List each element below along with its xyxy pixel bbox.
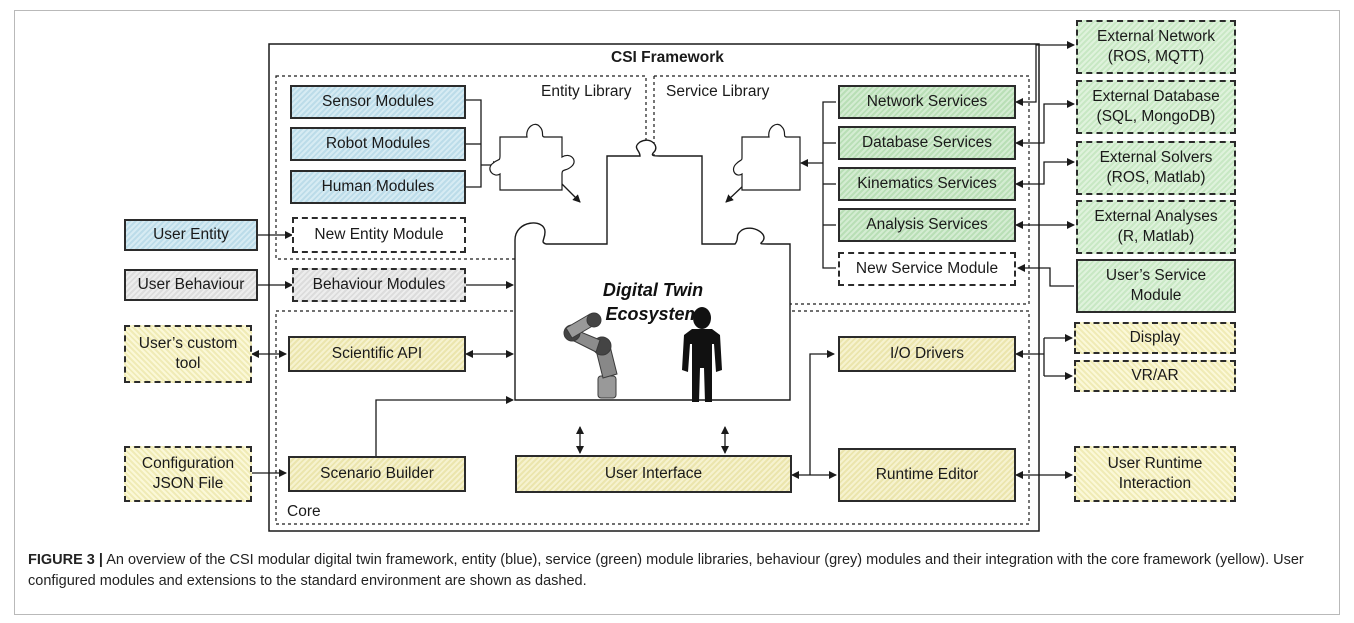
human-modules-box[interactable]: Human Modules <box>290 170 466 204</box>
core-label: Core <box>287 503 321 520</box>
external-network-title: External Network <box>1096 28 1215 45</box>
service-library-border <box>654 75 1030 305</box>
users-service-module-box[interactable]: User’s Service Module <box>1076 259 1236 313</box>
external-database-detail: (SQL, MongoDB) <box>1096 108 1216 125</box>
entity-library-label: Entity Library <box>541 83 632 100</box>
user-entity-box[interactable]: User Entity <box>124 219 258 251</box>
display-box[interactable]: Display <box>1074 322 1236 354</box>
users-service-module-line1: User’s Service <box>1105 267 1207 284</box>
external-analyses-detail: (R, Matlab) <box>1117 228 1195 245</box>
runtime-editor-box[interactable]: Runtime Editor <box>838 448 1016 502</box>
scenario-builder-box[interactable]: Scenario Builder <box>288 456 466 492</box>
vr-ar-box[interactable]: VR/AR <box>1074 360 1236 392</box>
new-service-module-box[interactable]: New Service Module <box>838 252 1016 286</box>
framework-title: CSI Framework <box>611 49 724 66</box>
ecosystem-title: Digital Twin Ecosystem <box>517 278 789 326</box>
external-analyses-title: External Analyses <box>1094 208 1218 225</box>
entity-library-border <box>275 75 647 260</box>
user-interface-box[interactable]: User Interface <box>515 455 792 493</box>
external-solvers-box[interactable]: External Solvers (ROS, Matlab) <box>1076 141 1236 195</box>
external-database-box[interactable]: External Database (SQL, MongoDB) <box>1076 80 1236 134</box>
external-analyses-box[interactable]: External Analyses (R, Matlab) <box>1076 200 1236 254</box>
analysis-services-box[interactable]: Analysis Services <box>838 208 1016 242</box>
scientific-api-box[interactable]: Scientific API <box>288 336 466 372</box>
behaviour-modules-box[interactable]: Behaviour Modules <box>292 268 466 302</box>
external-network-detail: (ROS, MQTT) <box>1107 48 1205 65</box>
users-custom-tool-line2: tool <box>175 355 201 372</box>
configuration-json-line1: Configuration <box>141 455 235 472</box>
figure-caption: FIGURE 3 | An overview of the CSI modula… <box>28 550 1328 592</box>
ecosystem-title-line1: Digital Twin <box>602 280 704 300</box>
user-behaviour-box[interactable]: User Behaviour <box>124 269 258 301</box>
ecosystem-title-line2: Ecosystem <box>605 304 701 324</box>
human-silhouette-icon <box>682 307 722 402</box>
csi-framework-border <box>268 43 1040 532</box>
sensor-modules-box[interactable]: Sensor Modules <box>290 85 466 119</box>
kinematics-services-box[interactable]: Kinematics Services <box>838 167 1016 201</box>
network-services-box[interactable]: Network Services <box>838 85 1016 119</box>
service-puzzle-piece <box>732 123 801 191</box>
core-border <box>275 310 1030 525</box>
external-network-box[interactable]: External Network (ROS, MQTT) <box>1076 20 1236 74</box>
users-custom-tool-line1: User’s custom <box>138 335 238 352</box>
external-database-title: External Database <box>1092 88 1220 105</box>
configuration-json-line2: JSON File <box>152 475 224 492</box>
service-library-label: Service Library <box>666 83 770 100</box>
caption-label: FIGURE 3 | <box>28 552 103 568</box>
caption-text: An overview of the CSI modular digital t… <box>28 552 1304 589</box>
new-entity-module-box[interactable]: New Entity Module <box>292 217 466 253</box>
database-services-box[interactable]: Database Services <box>838 126 1016 160</box>
configuration-json-box[interactable]: Configuration JSON File <box>124 446 252 502</box>
entity-puzzle-piece <box>489 123 575 191</box>
users-service-module-line2: Module <box>1130 287 1182 304</box>
user-runtime-interaction-line2: Interaction <box>1118 475 1192 492</box>
io-drivers-box[interactable]: I/O Drivers <box>838 336 1016 372</box>
user-runtime-interaction-line1: User Runtime <box>1107 455 1203 472</box>
robot-modules-box[interactable]: Robot Modules <box>290 127 466 161</box>
robot-arm-icon <box>563 312 618 399</box>
users-custom-tool-box[interactable]: User’s custom tool <box>124 325 252 383</box>
user-runtime-interaction-box[interactable]: User Runtime Interaction <box>1074 446 1236 502</box>
external-solvers-title: External Solvers <box>1099 149 1213 166</box>
external-solvers-detail: (ROS, Matlab) <box>1106 169 1206 186</box>
